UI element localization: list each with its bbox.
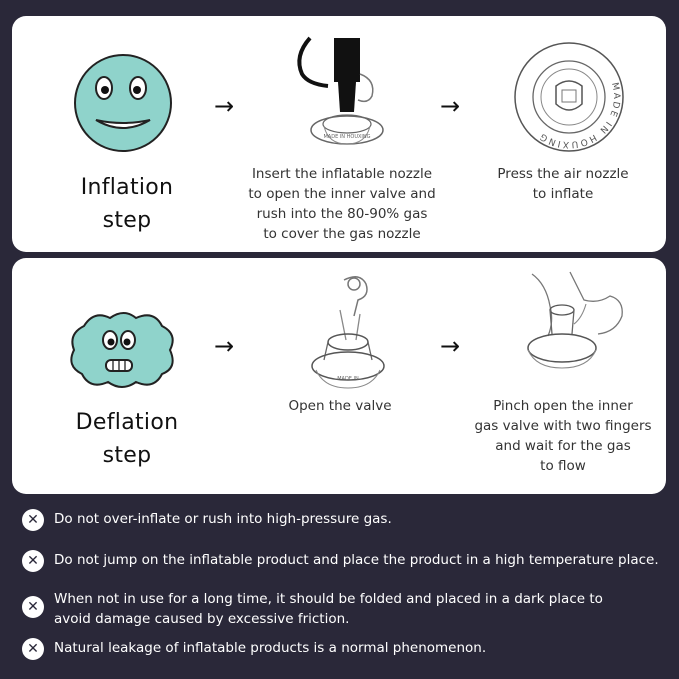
inflation-card: Inflation step → MADE IN HOUXING → MADE … — [12, 16, 666, 252]
inflation-step1-line: rush into the 80-90% gas — [256, 206, 428, 222]
deflation-step2-line: and wait for the gas — [495, 438, 631, 454]
inflation-title-line2: step — [102, 208, 152, 233]
valve-top-illustration: MADE IN HOUXING — [514, 42, 624, 152]
deflation-card: Deflation step → MADE IN → Open the valv… — [12, 258, 666, 494]
inflation-step1-description: Insert the inflatable nozzle to open the… — [234, 164, 450, 244]
nozzle-insert-valve-text: MADE IN HOUXING — [323, 134, 370, 140]
open-valve-illustration: MADE IN — [311, 276, 385, 389]
arrow-icon: → — [440, 92, 461, 120]
happy-face-icon — [74, 54, 172, 152]
note-item: ✕ Do not over-inflate or rush into high-… — [22, 509, 662, 531]
note-item: ✕ When not in use for a long time, it sh… — [22, 589, 662, 629]
deflation-step2-line: to flow — [540, 458, 586, 474]
inflation-step1-line: to open the inner valve and — [248, 186, 436, 202]
deflation-step2-line: gas valve with two fingers — [474, 418, 652, 434]
arrow-icon: → — [214, 92, 235, 120]
nozzle-insert-illustration: MADE IN HOUXING — [297, 36, 384, 145]
valve-ring-text: MADE IN HOUXING — [537, 82, 621, 149]
inflation-title-line1: Inflation — [80, 175, 174, 200]
arrow-icon: → — [214, 332, 235, 360]
arrow-icon: → — [440, 332, 461, 360]
inflation-step2-description: Press the air nozzle to inflate — [470, 164, 656, 204]
deflation-step2-line: Pinch open the inner — [493, 398, 633, 414]
deflation-title-line2: step — [102, 443, 152, 468]
note-item: ✕ Do not jump on the inflatable product … — [22, 550, 662, 572]
inflation-step2-line: to inflate — [532, 186, 594, 202]
inflation-step-title: Inflation step — [52, 171, 202, 237]
x-circle-icon: ✕ — [22, 638, 44, 660]
inflation-step2-line: Press the air nozzle — [497, 166, 629, 182]
x-circle-icon: ✕ — [22, 509, 44, 531]
x-circle-icon: ✕ — [22, 550, 44, 572]
note-text: When not in use for a long time, it shou… — [54, 591, 603, 627]
deflation-title-line1: Deflation — [75, 410, 179, 435]
open-valve-text: MADE IN — [337, 376, 359, 382]
deflation-step1-description: Open the valve — [260, 396, 420, 416]
deflation-step2-description: Pinch open the inner gas valve with two … — [460, 396, 666, 476]
inflation-step1-line: Insert the inflatable nozzle — [251, 166, 433, 182]
x-circle-icon: ✕ — [22, 596, 44, 618]
pinch-valve-illustration — [527, 271, 623, 369]
note-text: Do not over-inflate or rush into high-pr… — [54, 511, 392, 527]
note-text: Natural leakage of inflatable products i… — [54, 640, 487, 656]
note-text: Do not jump on the inflatable product an… — [54, 552, 659, 568]
note-item: ✕ Natural leakage of inflatable products… — [22, 638, 662, 660]
inflation-step1-line: to cover the gas nozzle — [263, 226, 421, 242]
worried-blob-icon — [70, 312, 174, 388]
deflation-step1-line: Open the valve — [288, 398, 392, 414]
deflation-step-title: Deflation step — [52, 406, 202, 472]
